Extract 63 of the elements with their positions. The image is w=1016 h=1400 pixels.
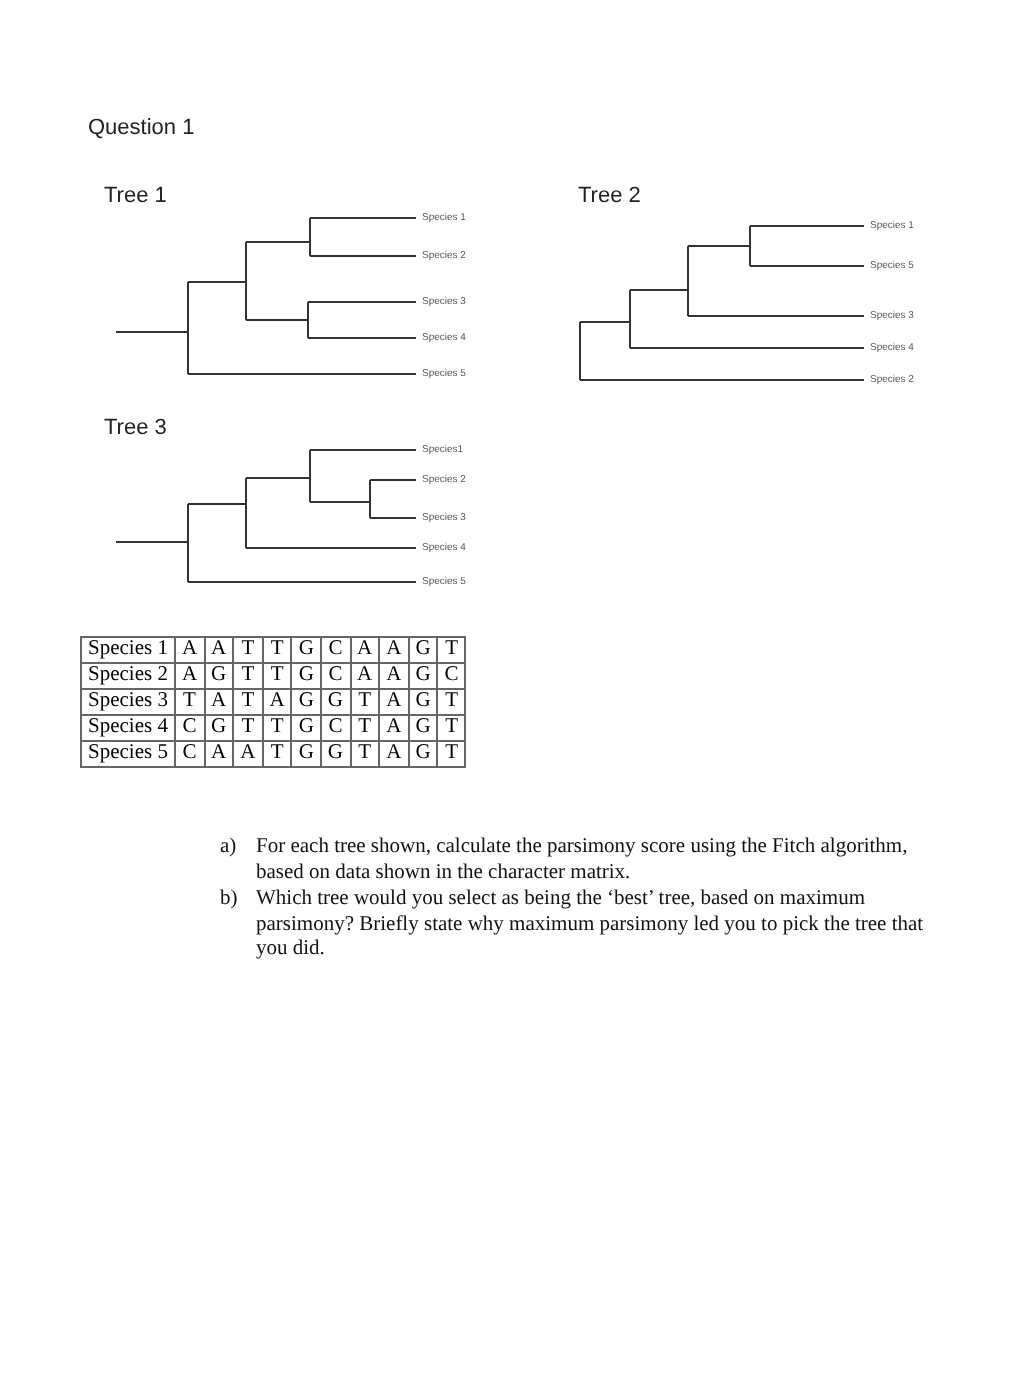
- tree-title: Tree 1: [104, 184, 167, 208]
- nucleotide-cell: T: [437, 741, 466, 767]
- tree-title: Tree 3: [104, 416, 167, 440]
- nucleotide-cell: C: [320, 663, 351, 689]
- nucleotide-cell: G: [291, 715, 321, 741]
- nucleotide-cell: T: [233, 637, 263, 663]
- list-marker: a): [220, 836, 237, 861]
- species-name-cell: Species 5: [81, 741, 175, 767]
- nucleotide-cell: G: [408, 637, 438, 663]
- nucleotide-cell: T: [437, 637, 466, 663]
- nucleotide-cell: A: [379, 663, 409, 689]
- nucleotide-cell: C: [174, 715, 205, 741]
- nucleotide-cell: G: [291, 637, 321, 663]
- species-name-cell: Species 3: [81, 689, 175, 715]
- nucleotide-cell: T: [437, 715, 466, 741]
- nucleotide-cell: G: [291, 741, 321, 767]
- nucleotide-cell: A: [379, 741, 409, 767]
- nucleotide-cell: T: [233, 663, 263, 689]
- nucleotide-cell: T: [350, 715, 380, 741]
- tree-title: Tree 2: [578, 184, 641, 208]
- nucleotide-cell: T: [262, 637, 292, 663]
- nucleotide-cell: T: [262, 663, 292, 689]
- nucleotide-cell: G: [408, 715, 438, 741]
- nucleotide-cell: A: [204, 741, 234, 767]
- question-heading: Question 1: [88, 116, 195, 140]
- species-name-cell: Species 4: [81, 715, 175, 741]
- nucleotide-cell: G: [204, 663, 234, 689]
- nucleotide-cell: A: [174, 663, 205, 689]
- nucleotide-cell: C: [320, 637, 351, 663]
- species-name-cell: Species 2: [81, 663, 175, 689]
- nucleotide-cell: G: [291, 663, 321, 689]
- nucleotide-cell: G: [408, 689, 438, 715]
- nucleotide-cell: T: [174, 689, 205, 715]
- nucleotide-cell: A: [379, 689, 409, 715]
- nucleotide-cell: T: [233, 715, 263, 741]
- nucleotide-cell: T: [437, 689, 466, 715]
- nucleotide-cell: A: [204, 637, 234, 663]
- nucleotide-cell: T: [262, 741, 292, 767]
- nucleotide-cell: A: [350, 663, 380, 689]
- nucleotide-cell: G: [204, 715, 234, 741]
- nucleotide-cell: G: [408, 741, 438, 767]
- nucleotide-cell: T: [233, 689, 263, 715]
- nucleotide-cell: T: [350, 741, 380, 767]
- nucleotide-cell: A: [233, 741, 263, 767]
- nucleotide-cell: T: [350, 689, 380, 715]
- nucleotide-cell: C: [174, 741, 205, 767]
- nucleotide-cell: A: [379, 637, 409, 663]
- nucleotide-cell: G: [408, 663, 438, 689]
- question-text: For each tree shown, calculate the parsimony score using the Fitch algorithm, based on data shown in the character matrix.: [256, 836, 910, 886]
- species-name-cell: Species 1: [81, 637, 175, 663]
- nucleotide-cell: T: [262, 715, 292, 741]
- question-text: Which tree would you select as being the ‘best’ tree, based on maximum parsimony? Briefly state why maximum parsimony led you to pick the tree that you did.: [256, 888, 926, 963]
- nucleotide-cell: C: [437, 663, 466, 689]
- nucleotide-cell: A: [174, 637, 205, 663]
- nucleotide-cell: G: [320, 689, 351, 715]
- list-marker: b): [220, 888, 238, 913]
- nucleotide-cell: G: [291, 689, 321, 715]
- nucleotide-cell: A: [262, 689, 292, 715]
- nucleotide-cell: G: [320, 741, 351, 767]
- nucleotide-cell: A: [379, 715, 409, 741]
- nucleotide-cell: A: [350, 637, 380, 663]
- nucleotide-cell: A: [204, 689, 234, 715]
- nucleotide-cell: C: [320, 715, 351, 741]
